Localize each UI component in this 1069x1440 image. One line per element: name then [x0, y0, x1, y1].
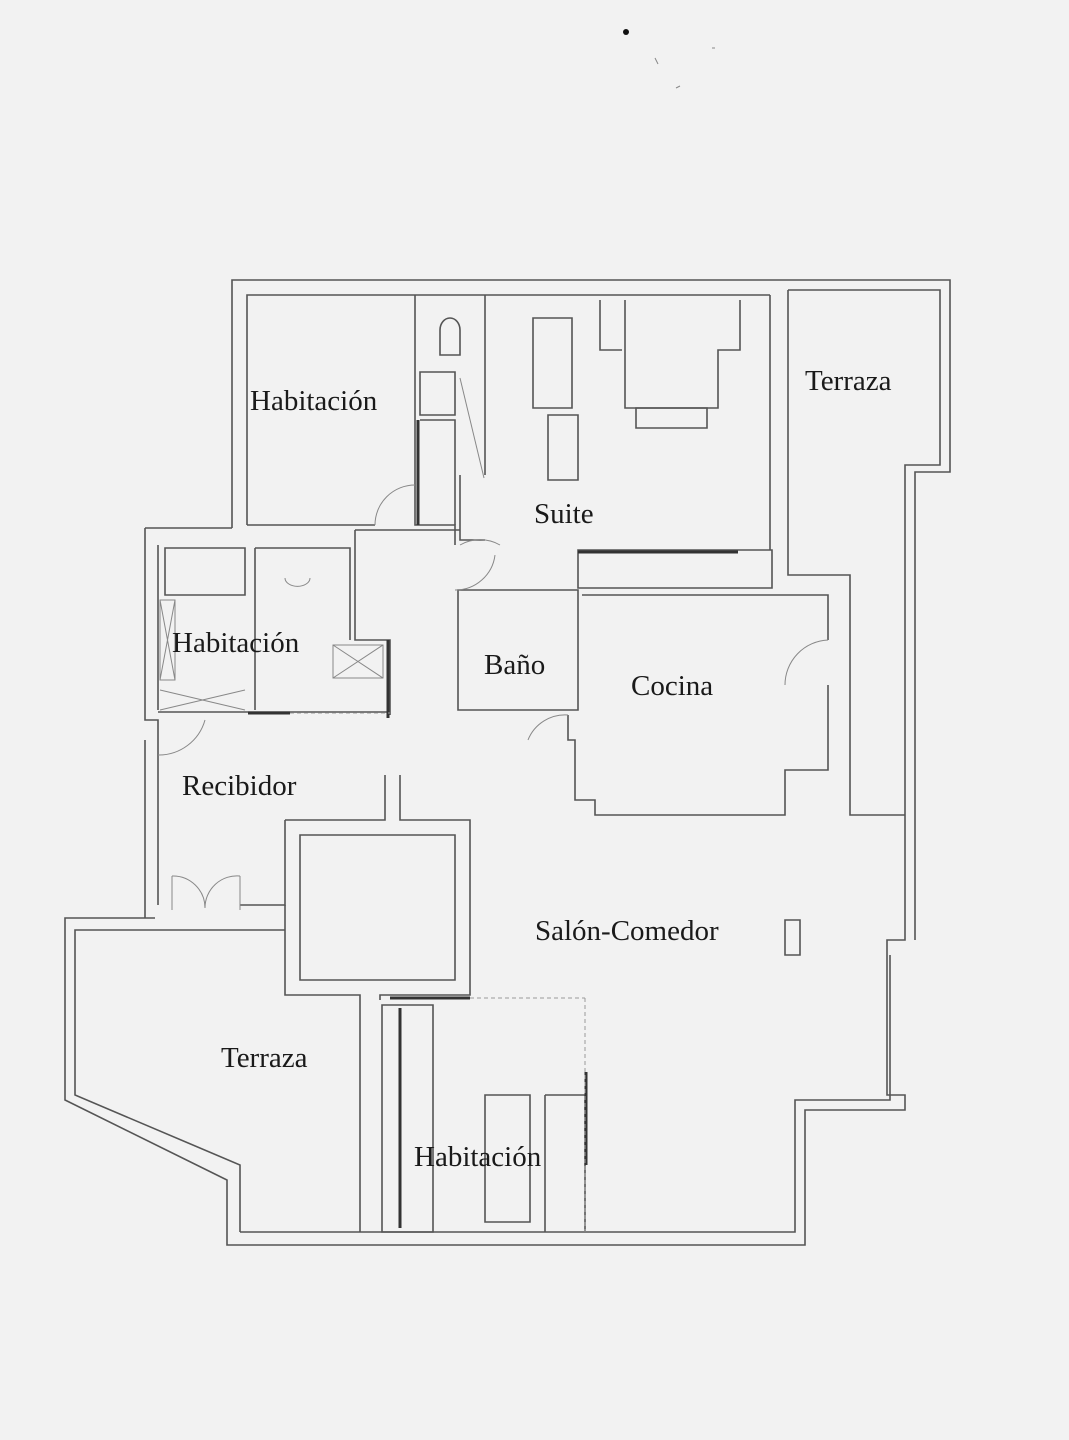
- doors-and-windows: [157, 377, 829, 1232]
- stray-marks: [623, 29, 715, 89]
- label-habitacion-2: Habitación: [172, 627, 300, 659]
- label-recibidor: Recibidor: [182, 770, 297, 802]
- label-cocina: Cocina: [631, 670, 713, 702]
- room-labels: Habitación Terraza Suite Habitación Baño…: [172, 365, 892, 1173]
- label-habitacion-3: Habitación: [414, 1141, 542, 1173]
- label-terraza-1: Terraza: [805, 365, 892, 397]
- interior-walls: [158, 290, 905, 1233]
- label-bano: Baño: [484, 649, 545, 681]
- exterior-walls: [64, 279, 951, 1246]
- label-suite: Suite: [534, 498, 594, 530]
- label-habitacion-1: Habitación: [250, 385, 378, 417]
- label-terraza-2: Terraza: [221, 1042, 308, 1074]
- label-salon-comedor: Salón-Comedor: [535, 915, 719, 947]
